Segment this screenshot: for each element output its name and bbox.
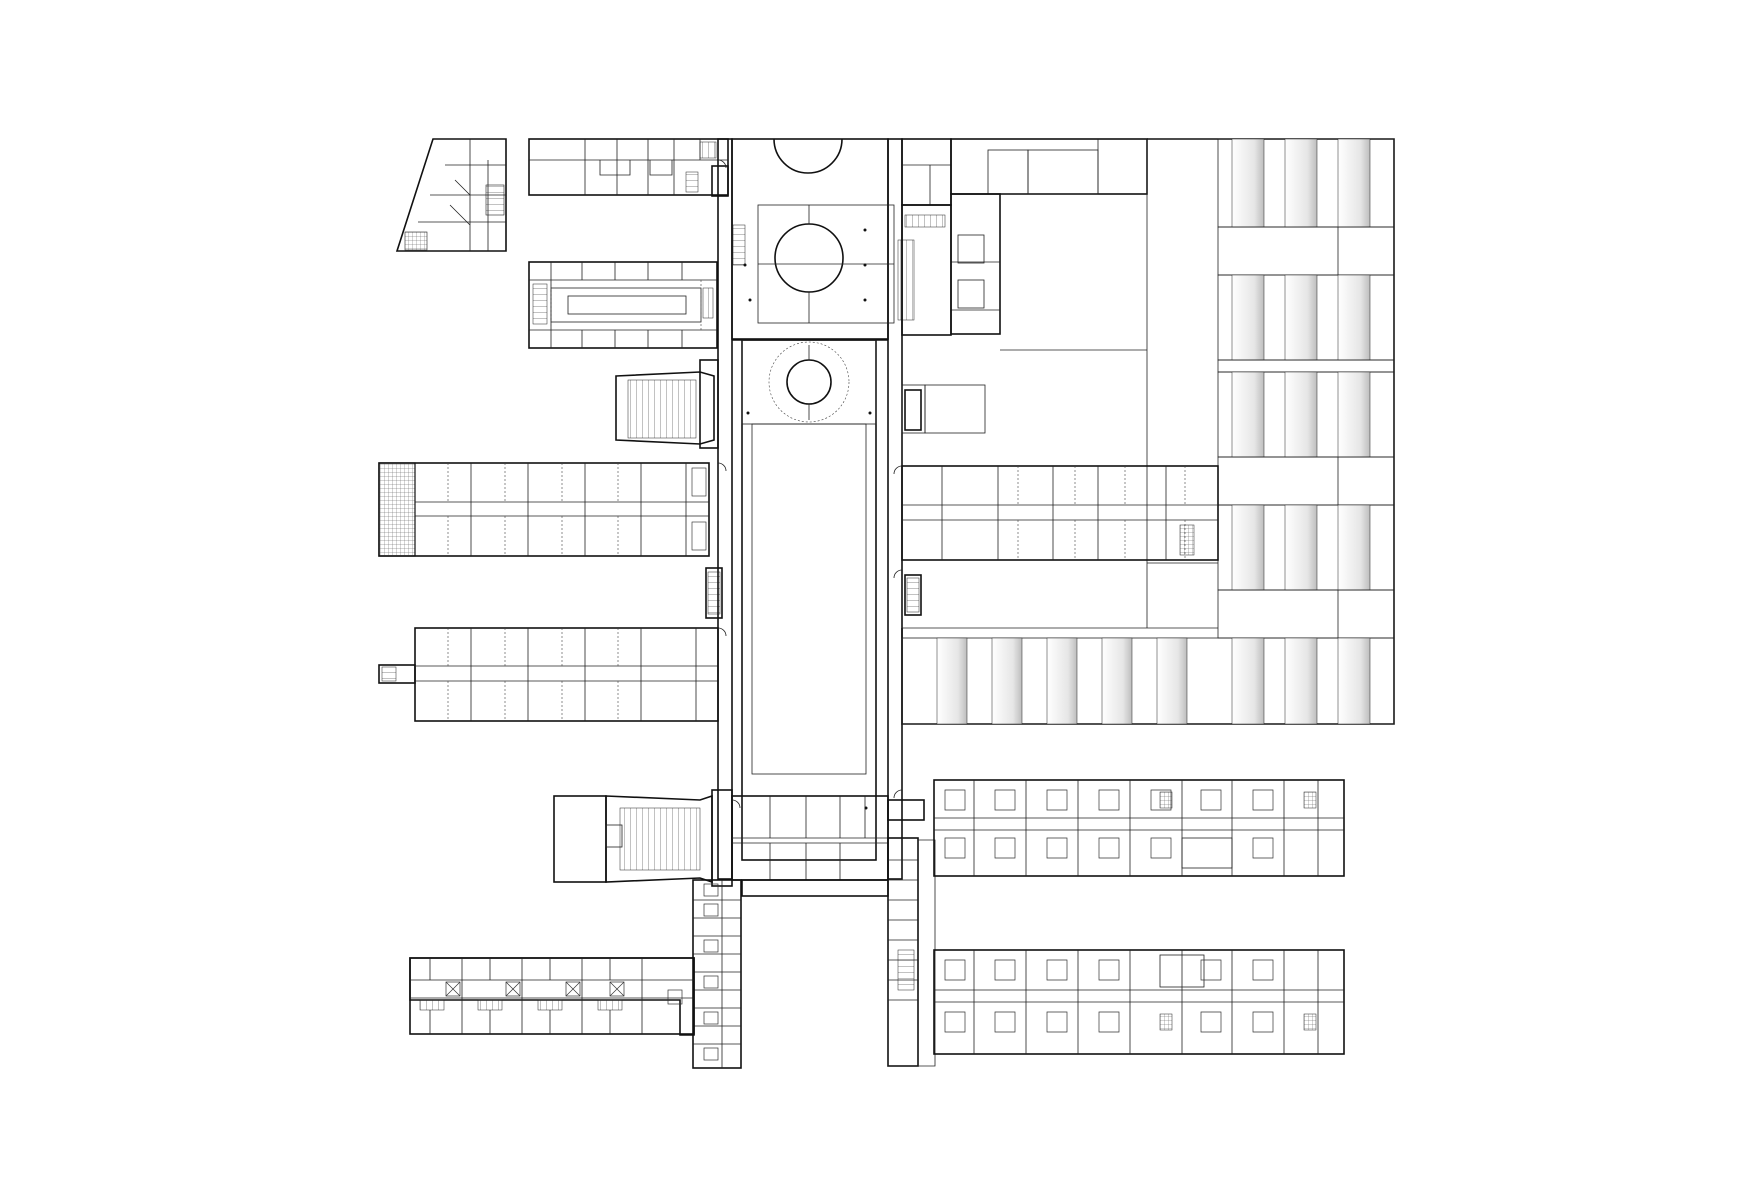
hall-bays-upper xyxy=(1217,138,1395,639)
west-wing-a xyxy=(378,462,710,557)
northwest-wedge-block xyxy=(395,138,507,252)
southeast-housing-a xyxy=(933,779,1345,877)
door-swings xyxy=(717,159,903,809)
southeast-housing-b xyxy=(933,949,1345,1055)
southwest-residence-strip xyxy=(692,879,742,1069)
north-classroom-bar xyxy=(528,138,729,197)
south-auditorium xyxy=(553,789,733,887)
north-atrium xyxy=(731,138,915,340)
southwest-housing-block xyxy=(409,957,695,1036)
central-spine xyxy=(717,138,903,880)
stepped-lecture-hall xyxy=(615,359,719,449)
southeast-connector xyxy=(887,837,936,1067)
hall-bays-lower xyxy=(901,637,1395,725)
east-hall-block xyxy=(901,138,1395,725)
south-cross-block xyxy=(731,795,925,897)
west-wing-b xyxy=(378,567,723,722)
east-classroom-wing xyxy=(901,389,1219,616)
north-classroom-wing xyxy=(528,261,718,349)
northeast-admin-block xyxy=(901,138,1148,336)
